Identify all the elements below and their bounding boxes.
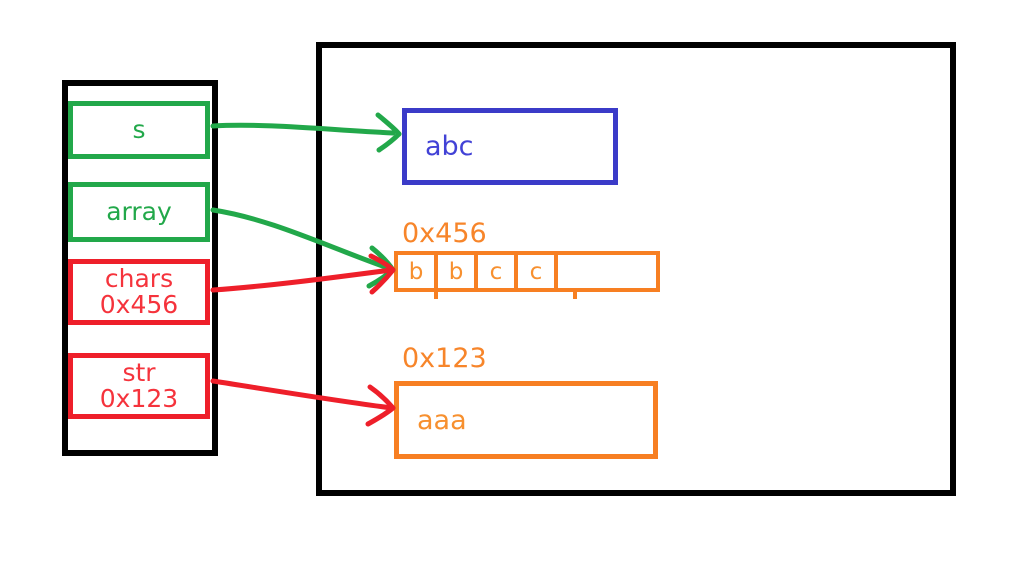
char-array-cell-2: c bbox=[478, 255, 518, 288]
char-array-cell-0: b bbox=[398, 255, 438, 288]
stack-variable-s-label: s bbox=[132, 115, 146, 144]
char-array-cell-3: c bbox=[518, 255, 558, 288]
stack-variable-chars: chars 0x456 bbox=[68, 259, 210, 325]
heap-object-string-aaa-value: aaa bbox=[417, 404, 467, 436]
char-array-cell-1: b bbox=[438, 255, 478, 288]
char-array-tick-mark-1 bbox=[434, 290, 438, 299]
stack-variable-chars-address: 0x456 bbox=[99, 290, 179, 319]
heap-object-string-abc: abc bbox=[402, 108, 618, 185]
heap-object-char-array: b b c c bbox=[394, 251, 660, 292]
stack-variable-str: str 0x123 bbox=[68, 353, 210, 419]
heap-object-string-aaa: aaa bbox=[394, 381, 658, 459]
char-array-tick-mark-2 bbox=[573, 290, 577, 299]
char-array-cell-4 bbox=[558, 255, 656, 288]
heap-object-string-abc-value: abc bbox=[425, 131, 474, 162]
stack-variable-str-address: 0x123 bbox=[99, 384, 179, 413]
stack-variable-chars-label: chars bbox=[104, 264, 174, 293]
heap-address-label-0x123: 0x123 bbox=[402, 343, 487, 374]
stack-variable-array-label: array bbox=[106, 197, 172, 226]
heap-address-label-0x456: 0x456 bbox=[402, 218, 487, 249]
stack-variable-array: array bbox=[68, 182, 210, 242]
stack-variable-s: s bbox=[68, 101, 210, 159]
stack-variable-str-label: str bbox=[122, 358, 156, 387]
